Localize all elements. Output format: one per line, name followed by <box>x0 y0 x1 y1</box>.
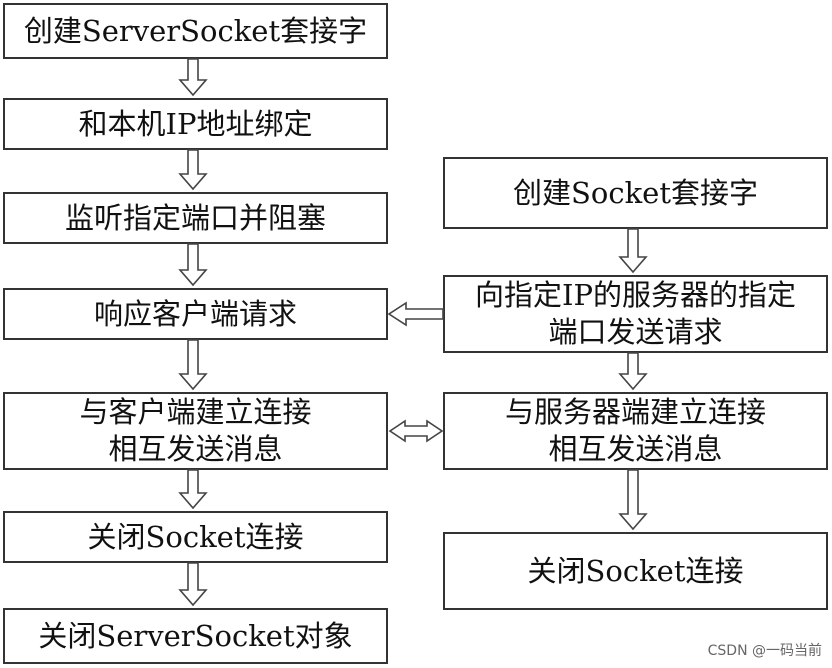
client-create-socket-label: 创建Socket套接字 <box>513 175 758 210</box>
client-arrow-1 <box>618 228 648 274</box>
client-close-socket-box: 关闭Socket连接 <box>443 532 828 610</box>
server-arrow-5 <box>178 469 208 510</box>
client-arrow-2 <box>618 352 648 391</box>
server-exchange-label: 相互发送消息 <box>108 432 283 466</box>
server-arrow-3 <box>178 243 208 287</box>
csdn-watermark: CSDN @一码当前 <box>707 643 822 659</box>
server-create-serversocket-box: 创建ServerSocket套接字 <box>3 3 388 59</box>
client-close-socket-label: 关闭Socket连接 <box>527 553 744 588</box>
server-arrow-1 <box>178 58 208 97</box>
client-arrow-3 <box>618 469 648 531</box>
server-bind-ip-label: 和本机IP地址绑定 <box>78 106 313 141</box>
server-close-socket-label: 关闭Socket连接 <box>87 519 304 554</box>
request-arrow-left <box>387 301 444 327</box>
client-send-request-line2: 端口发送请求 <box>548 315 723 349</box>
client-create-socket-box: 创建Socket套接字 <box>443 157 828 229</box>
server-listen-port-box: 监听指定端口并阻塞 <box>3 192 388 244</box>
connection-double-arrow <box>388 419 444 443</box>
client-connect-label: 与服务器端建立连接 <box>504 395 766 429</box>
client-exchange-label: 相互发送消息 <box>548 432 723 466</box>
client-connect-exchange-box: 与服务器端建立连接 相互发送消息 <box>443 392 828 470</box>
server-arrow-2 <box>178 149 208 191</box>
server-respond-request-box: 响应客户端请求 <box>3 288 388 340</box>
server-connect-label: 与客户端建立连接 <box>79 395 312 429</box>
server-arrow-4 <box>178 339 208 391</box>
server-close-socket-box: 关闭Socket连接 <box>3 511 388 563</box>
server-arrow-6 <box>178 562 208 607</box>
server-close-serversocket-label: 关闭ServerSocket对象 <box>38 618 353 653</box>
server-bind-ip-box: 和本机IP地址绑定 <box>3 98 388 150</box>
client-send-request-line1: 向指定IP的服务器的指定 <box>475 278 796 312</box>
server-close-serversocket-box: 关闭ServerSocket对象 <box>3 608 388 664</box>
server-connect-exchange-box: 与客户端建立连接 相互发送消息 <box>3 392 388 470</box>
server-listen-port-label: 监听指定端口并阻塞 <box>64 200 326 235</box>
server-respond-request-label: 响应客户端请求 <box>93 296 297 331</box>
server-create-serversocket-label: 创建ServerSocket套接字 <box>23 13 368 48</box>
client-send-request-box: 向指定IP的服务器的指定 端口发送请求 <box>443 275 828 353</box>
